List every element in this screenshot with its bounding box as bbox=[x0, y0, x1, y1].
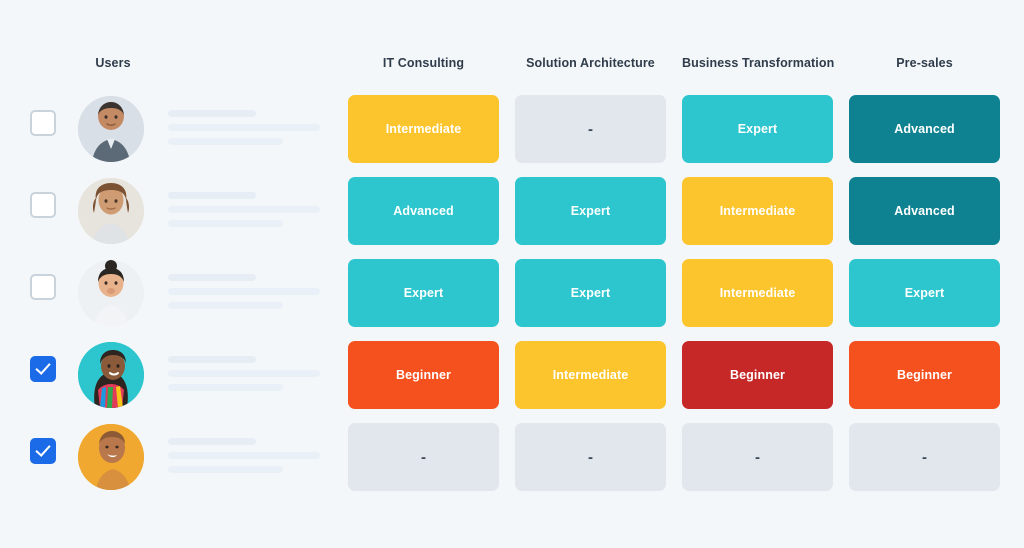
avatar-person-curly-hair[interactable] bbox=[78, 178, 144, 244]
row-select-checkbox[interactable] bbox=[30, 438, 56, 464]
skill-column-headers: IT Consulting Solution Architecture Busi… bbox=[348, 56, 1000, 70]
placeholder-line bbox=[168, 192, 256, 199]
skill-level-cell[interactable]: - bbox=[515, 95, 666, 163]
skill-level-cell[interactable]: Intermediate bbox=[682, 177, 833, 245]
skill-column-header-it-consulting: IT Consulting bbox=[382, 56, 465, 70]
avatar-woman-shaved-head[interactable] bbox=[78, 424, 144, 490]
placeholder-line bbox=[168, 274, 256, 281]
placeholder-line bbox=[168, 384, 283, 391]
avatar-man-short-hair[interactable] bbox=[78, 96, 144, 162]
row-select-checkbox[interactable] bbox=[30, 192, 56, 218]
skill-level-cell[interactable]: Intermediate bbox=[515, 341, 666, 409]
placeholder-line bbox=[168, 124, 320, 131]
skill-level-cell[interactable]: - bbox=[515, 423, 666, 491]
skill-column-header-pre-sales: Pre-sales bbox=[896, 56, 953, 70]
skill-level-cell[interactable]: Expert bbox=[849, 259, 1000, 327]
placeholder-line bbox=[168, 466, 283, 473]
placeholder-line bbox=[168, 206, 320, 213]
skill-level-cell[interactable]: Expert bbox=[682, 95, 833, 163]
skill-level-cell[interactable]: - bbox=[682, 423, 833, 491]
user-details-placeholder bbox=[168, 110, 338, 152]
placeholder-line bbox=[168, 452, 320, 459]
skill-level-cell[interactable]: - bbox=[849, 423, 1000, 491]
skill-level-cell[interactable]: Expert bbox=[348, 259, 499, 327]
avatar-woman-bun[interactable] bbox=[78, 260, 144, 326]
skill-level-cell[interactable]: Advanced bbox=[849, 177, 1000, 245]
user-details-placeholder bbox=[168, 438, 338, 480]
skill-level-cell[interactable]: Advanced bbox=[849, 95, 1000, 163]
matrix-header: Users IT Consulting Solution Architectur… bbox=[0, 52, 1024, 74]
skill-level-cell[interactable]: Beginner bbox=[348, 341, 499, 409]
skill-level-cell[interactable]: Beginner bbox=[682, 341, 833, 409]
checkmark-icon bbox=[35, 359, 51, 375]
placeholder-line bbox=[168, 302, 283, 309]
avatar-woman-long-hair[interactable] bbox=[78, 342, 144, 408]
checkmark-icon bbox=[35, 441, 51, 457]
skill-column-header-solution-architecture: Solution Architecture bbox=[526, 56, 655, 70]
placeholder-line bbox=[168, 288, 320, 295]
placeholder-line bbox=[168, 110, 256, 117]
skill-cells: ---- bbox=[348, 423, 1000, 491]
skill-column-header-business-transformation: Business Transformation bbox=[682, 56, 835, 70]
table-row: ---- bbox=[0, 416, 1024, 498]
row-select-checkbox[interactable] bbox=[30, 274, 56, 300]
skill-level-cell[interactable]: - bbox=[348, 423, 499, 491]
skill-level-cell[interactable]: Expert bbox=[515, 259, 666, 327]
user-details-placeholder bbox=[168, 192, 338, 234]
skill-level-cell[interactable]: Beginner bbox=[849, 341, 1000, 409]
skill-level-cell[interactable]: Intermediate bbox=[348, 95, 499, 163]
row-select-checkbox[interactable] bbox=[30, 356, 56, 382]
row-select-checkbox[interactable] bbox=[30, 110, 56, 136]
placeholder-line bbox=[168, 438, 256, 445]
users-column-header: Users bbox=[95, 56, 131, 70]
placeholder-line bbox=[168, 138, 283, 145]
skill-level-cell[interactable]: Expert bbox=[515, 177, 666, 245]
user-details-placeholder bbox=[168, 356, 338, 398]
placeholder-line bbox=[168, 220, 283, 227]
placeholder-line bbox=[168, 356, 256, 363]
skill-level-cell[interactable]: Advanced bbox=[348, 177, 499, 245]
placeholder-line bbox=[168, 370, 320, 377]
skill-level-cell[interactable]: Intermediate bbox=[682, 259, 833, 327]
user-details-placeholder bbox=[168, 274, 338, 316]
